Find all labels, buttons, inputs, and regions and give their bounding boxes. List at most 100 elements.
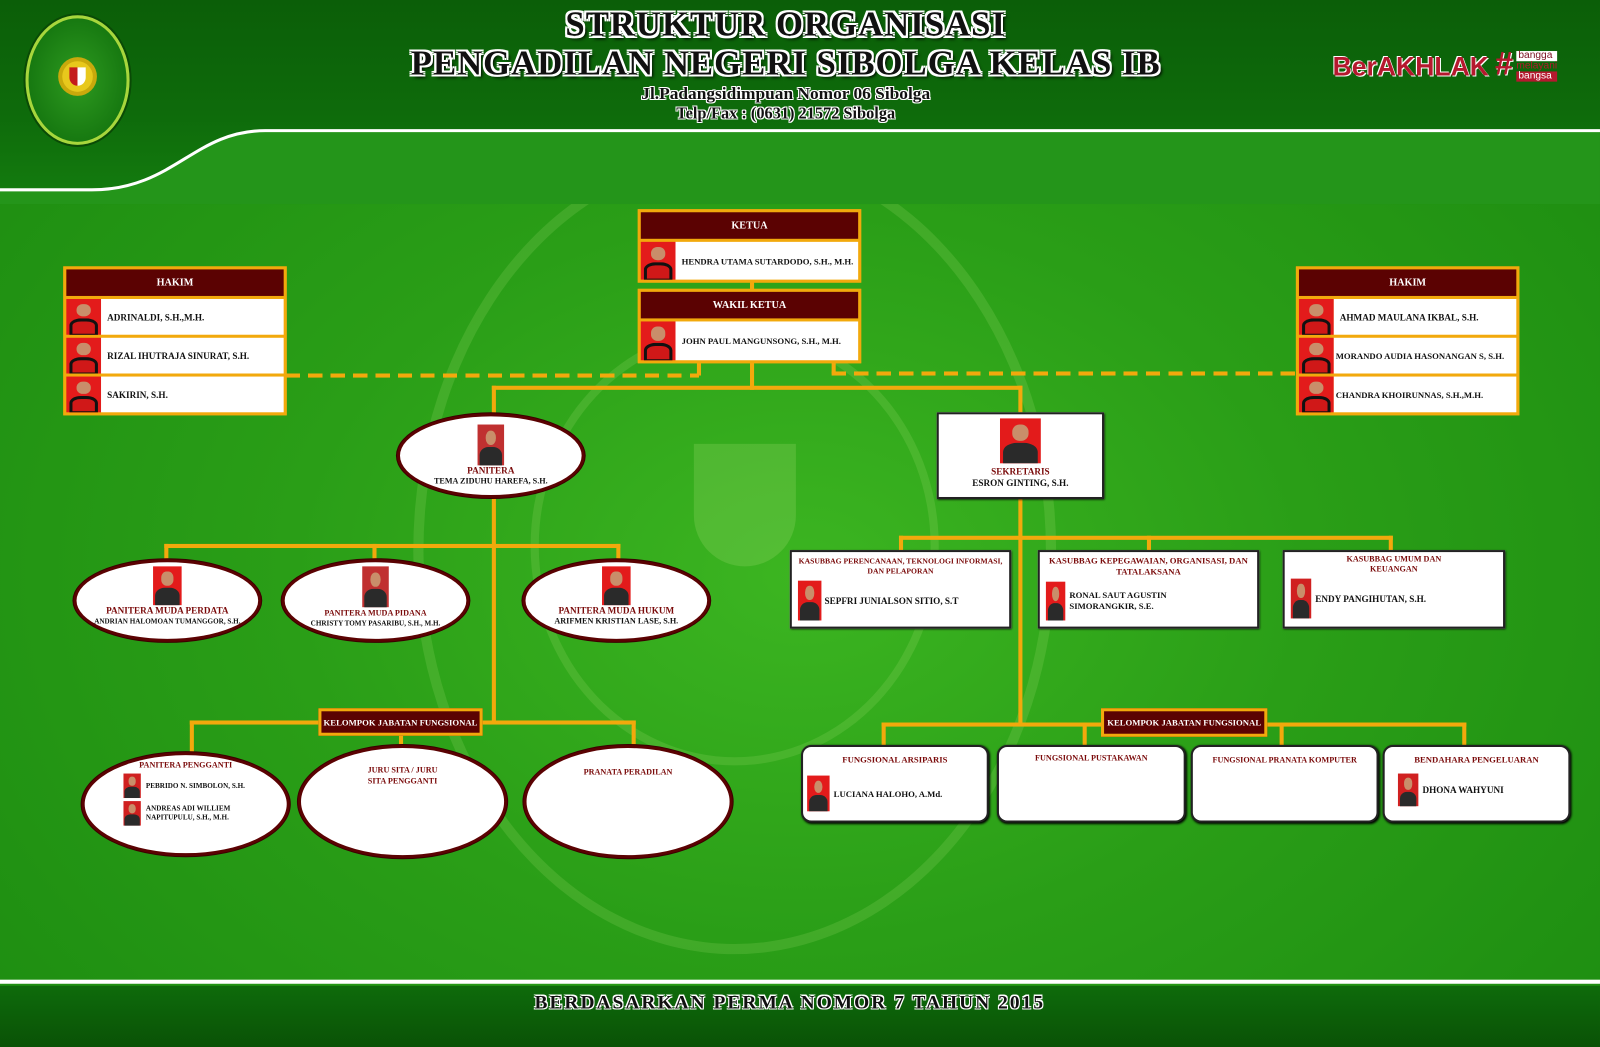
bendahara-pengeluaran-node: BENDAHARA PENGELUARAN DHONA WAHYUNI (1382, 744, 1571, 823)
title-line-1: STRUKTUR ORGANISASI (565, 6, 1007, 44)
kasubbag-name: SEPFRI JUNIALSON SITIO, S.T (824, 595, 959, 606)
member-name: LUCIANA HALOHO, A.Md. (833, 788, 943, 799)
hakim-title: HAKIM (1298, 269, 1517, 296)
person-photo (999, 418, 1041, 464)
panitera-muda-name: ARIFMEN KRISTIAN LASE, S.H. (554, 616, 679, 626)
tagline-word: melayani (1516, 60, 1558, 72)
connector (631, 720, 636, 748)
connector (1018, 498, 1023, 725)
footer-text: BERDASARKAN PERMA NOMOR 7 TAHUN 2015 (534, 991, 1046, 1014)
connector (898, 535, 1393, 540)
connector (1388, 535, 1393, 553)
connector (898, 535, 904, 553)
group-title: JURU SITA / JURU SITA PENGGANTI (367, 765, 438, 786)
person-photo (1298, 337, 1334, 374)
connector (616, 543, 621, 563)
connector (881, 722, 886, 748)
panitera-node: PANITERA TEMA ZIDUHU HAREFA, S.H. (396, 413, 585, 499)
kasubbag-name: RONAL SAUT AGUSTIN SIMORANGKIR, S.E. (1069, 589, 1167, 612)
panitera-muda-name: CHRISTY TOMY PASARIBU, S.H., M.H. (310, 619, 441, 628)
group-title: PANITERA PENGGANTI (139, 760, 233, 770)
header-curve (0, 129, 1600, 205)
shield-icon (69, 67, 86, 86)
kasubbag-umum-node: KASUBBAG UMUM DAN KEUANGAN ENDY PANGIHUT… (1282, 550, 1506, 629)
person-photo (640, 321, 676, 361)
hakim-name: AHMAD MAULANA IKBAL, S.H. (1333, 299, 1517, 335)
connector (749, 359, 755, 390)
member-name: PEBRIDO N. SIMBOLON, S.H. (145, 781, 245, 790)
connector (164, 543, 169, 563)
connector (372, 543, 377, 563)
member-name: ANDREAS ADI WILLIEM NAPITUPULU, S.H., M.… (145, 804, 231, 822)
connector (1082, 722, 1087, 748)
kasubbag-kepegawaian-node: KASUBBAG KEPEGAWAIAN, ORGANISASI, DAN TA… (1037, 550, 1260, 629)
hakim-left-box: HAKIM ADRINALDI, S.H.,M.H. RIZAL IHUTRAJ… (63, 266, 287, 416)
ketua-box: KETUA HENDRA UTAMA SUTARDODO, S.H., M.H. (637, 209, 862, 283)
pranata-peradilan-node: PRANATA PERADILAN (523, 744, 733, 859)
panitera-pengganti-node: PANITERA PENGGANTI PEBRIDO N. SIMBOLON, … (81, 752, 290, 857)
wakil-ketua-name: JOHN PAUL MANGUNSONG, S.H., M.H. (675, 321, 859, 361)
sekretaris-node: SEKRETARIS ESRON GINTING, S.H. (936, 412, 1105, 500)
berakhlak-logo: BerAKHLAK (1332, 51, 1489, 82)
person-photo (1045, 581, 1066, 621)
connector (1279, 722, 1284, 748)
dashed-connector (696, 359, 702, 376)
person-photo (640, 241, 676, 280)
hakim-title: HAKIM (66, 269, 284, 296)
tagline-hash: # (1494, 44, 1514, 82)
group-title: PRANATA PERADILAN (583, 767, 673, 777)
juru-sita-node: JURU SITA / JURU SITA PENGGANTI (297, 744, 508, 859)
connector (749, 278, 755, 291)
kasubbag-title: KASUBBAG UMUM DAN KEUANGAN (1346, 554, 1442, 574)
kasubbag-name: ENDY PANGIHUTAN, S.H. (1315, 593, 1427, 604)
person-photo (153, 566, 182, 606)
panitera-muda-perdata-node: PANITERA MUDA PERDATA ANDRIAN HALOMOAN T… (73, 559, 262, 642)
group-title: FUNGSIONAL PUSTAKAWAN (1035, 753, 1148, 763)
group-title: FUNGSIONAL PRANATA KOMPUTER (1212, 755, 1357, 765)
hakim-name: RIZAL IHUTRAJA SINURAT, S.H. (101, 337, 284, 374)
tagline-word: bangsa (1516, 71, 1558, 82)
kasubbag-perencanaan-node: KASUBBAG PERENCANAAN, TEKNOLOGI INFORMAS… (789, 550, 1012, 629)
person-photo (362, 566, 389, 608)
connector (1462, 722, 1467, 748)
fungsional-pranata-komputer-node: FUNGSIONAL PRANATA KOMPUTER (1190, 744, 1379, 823)
ketua-title: KETUA (640, 212, 859, 239)
ketua-name: HENDRA UTAMA SUTARDODO, S.H., M.H. (675, 241, 859, 280)
fungsional-pustakawan-node: FUNGSIONAL PUSTAKAWAN (996, 744, 1186, 823)
person-photo (66, 376, 102, 413)
panitera-muda-title: PANITERA MUDA HUKUM (558, 605, 675, 616)
hakim-name: ADRINALDI, S.H.,M.H. (101, 299, 284, 335)
title-line-2: PENGADILAN NEGERI SIBOLGA KELAS IB (410, 44, 1161, 83)
person-photo (1290, 578, 1312, 619)
hakim-name: MORANDO AUDIA HASONANGAN S, S.H. (1333, 337, 1517, 374)
panitera-muda-pidana-node: PANITERA MUDA PIDANA CHRISTY TOMY PASARI… (281, 559, 470, 642)
person-photo (123, 773, 141, 799)
court-logo (25, 15, 130, 145)
dashed-connector (831, 359, 836, 374)
panitera-title: PANITERA (467, 465, 515, 476)
footer-band (0, 985, 1600, 1047)
connector (491, 496, 496, 724)
wakil-ketua-title: WAKIL KETUA (640, 291, 859, 319)
footer-divider (0, 979, 1600, 984)
group-title: BENDAHARA PENGELUARAN (1414, 754, 1539, 765)
panitera-muda-name: ANDRIAN HALOMOAN TUMANGGOR, S.H. (94, 617, 241, 626)
address: Jl.Padangsidimpuan Nomor 06 Sibolga (641, 83, 931, 104)
connector (189, 720, 194, 758)
tagline: bangga melayani bangsa (1516, 51, 1558, 82)
person-photo (602, 566, 631, 606)
panitera-muda-title: PANITERA MUDA PERDATA (106, 605, 229, 616)
panitera-name: TEMA ZIDUHU HAREFA, S.H. (433, 476, 548, 486)
kasubbag-title: KASUBBAG PERENCANAAN, TEKNOLOGI INFORMAS… (798, 556, 1003, 576)
dashed-connector (831, 371, 1297, 376)
hakim-name: SAKIRIN, S.H. (101, 376, 284, 413)
panitera-muda-title: PANITERA MUDA PIDANA (324, 608, 427, 618)
tagline-word: bangga (1516, 51, 1558, 62)
sekretaris-name: ESRON GINTING, S.H. (972, 477, 1069, 488)
person-photo (1298, 376, 1334, 413)
panitera-muda-hukum-node: PANITERA MUDA HUKUM ARIFMEN KRISTIAN LAS… (522, 559, 711, 642)
person-photo (477, 424, 505, 466)
connector (1146, 535, 1152, 553)
member-name: DHONA WAHYUNI (1422, 784, 1504, 795)
